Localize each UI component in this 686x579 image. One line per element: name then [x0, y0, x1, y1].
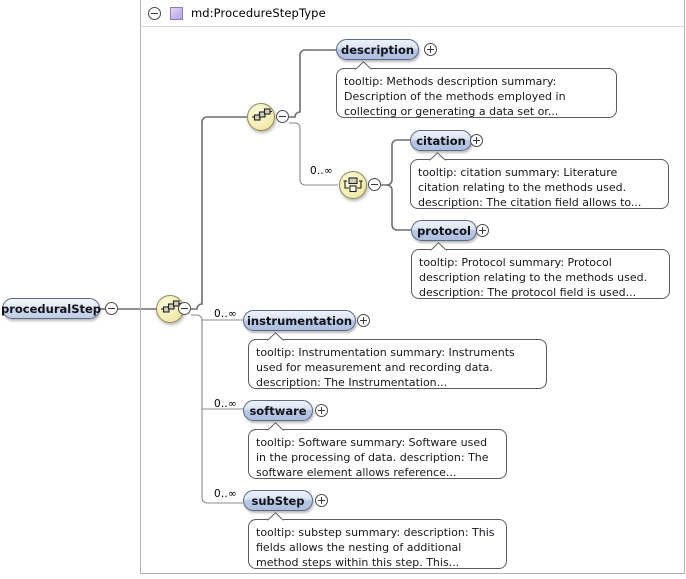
tooltip-text: tooltip: Software summary: Software used… [256, 436, 489, 480]
tooltip-citation: tooltip: citation summary: Literature ci… [410, 152, 669, 210]
occurrence-label-software: 0..∞ [214, 398, 237, 410]
type-collapse-icon[interactable] [148, 6, 161, 20]
element-label: citation [416, 133, 466, 148]
complex-type-swatch-icon [170, 6, 183, 20]
tooltip-text: tooltip: substep summary: description: T… [256, 526, 495, 570]
element-node-description[interactable]: description [336, 39, 419, 60]
sequence-compositor-inner[interactable] [247, 103, 275, 131]
occurrence-label-instrumentation: 0..∞ [214, 308, 237, 320]
element-label: proceduralStep [0, 301, 102, 316]
sequence-compositor-icon [252, 108, 272, 121]
citation-expand-icon[interactable] [470, 134, 483, 147]
tooltip-substep: tooltip: substep summary: description: T… [248, 512, 507, 570]
tooltip-text: tooltip: Instrumentation summary: Instru… [256, 346, 515, 390]
element-node-citation[interactable]: citation [410, 130, 472, 151]
tooltip-text: tooltip: Methods description summary: De… [344, 75, 566, 119]
substep-expand-icon[interactable] [315, 494, 328, 507]
tooltip-text: tooltip: Protocol summary: Protocol desc… [419, 256, 648, 300]
element-label: software [249, 403, 307, 418]
tooltip-tail-icon [267, 332, 284, 341]
tooltip-software: tooltip: Software summary: Software used… [248, 422, 507, 480]
element-node-protocol[interactable]: protocol [411, 220, 477, 241]
tooltip-protocol: tooltip: Protocol summary: Protocol desc… [411, 242, 670, 300]
complex-type-container [140, 0, 685, 574]
software-expand-icon[interactable] [315, 404, 328, 417]
description-expand-icon[interactable] [424, 43, 437, 56]
complex-type-header: md:ProcedureStepType [140, 0, 685, 27]
choice-compositor-icon [343, 177, 363, 193]
sequence-root-collapse-icon[interactable] [178, 302, 191, 315]
element-node-substep[interactable]: subStep [243, 490, 313, 511]
complex-type-title: md:ProcedureStepType [191, 6, 326, 20]
tooltip-tail-icon [267, 422, 284, 431]
proceduralStep-collapse-icon[interactable] [105, 302, 118, 315]
choice-compositor[interactable] [339, 171, 367, 199]
tooltip-tail-icon [429, 152, 446, 161]
tooltip-description: tooltip: Methods description summary: De… [336, 61, 617, 119]
tooltip-text: tooltip: citation summary: Literature ci… [418, 166, 642, 210]
instrumentation-expand-icon[interactable] [357, 314, 370, 327]
occurrence-label-choice: 0..∞ [310, 165, 333, 177]
occurrence-label-substep: 0..∞ [214, 488, 237, 500]
element-node-software[interactable]: software [243, 400, 313, 421]
element-node-proceduralStep[interactable]: proceduralStep [0, 298, 102, 319]
tooltip-tail-icon [430, 242, 447, 251]
element-node-instrumentation[interactable]: instrumentation [243, 310, 356, 331]
element-label: description [340, 42, 415, 57]
tooltip-tail-icon [267, 512, 284, 521]
tooltip-instrumentation: tooltip: Instrumentation summary: Instru… [248, 332, 547, 390]
protocol-expand-icon[interactable] [476, 224, 489, 237]
tooltip-tail-icon [355, 61, 372, 70]
element-label: instrumentation [246, 313, 353, 328]
sequence-inner-collapse-icon[interactable] [276, 110, 289, 123]
choice-collapse-icon[interactable] [368, 178, 381, 191]
element-label: protocol [417, 223, 471, 238]
element-label: subStep [251, 493, 305, 508]
